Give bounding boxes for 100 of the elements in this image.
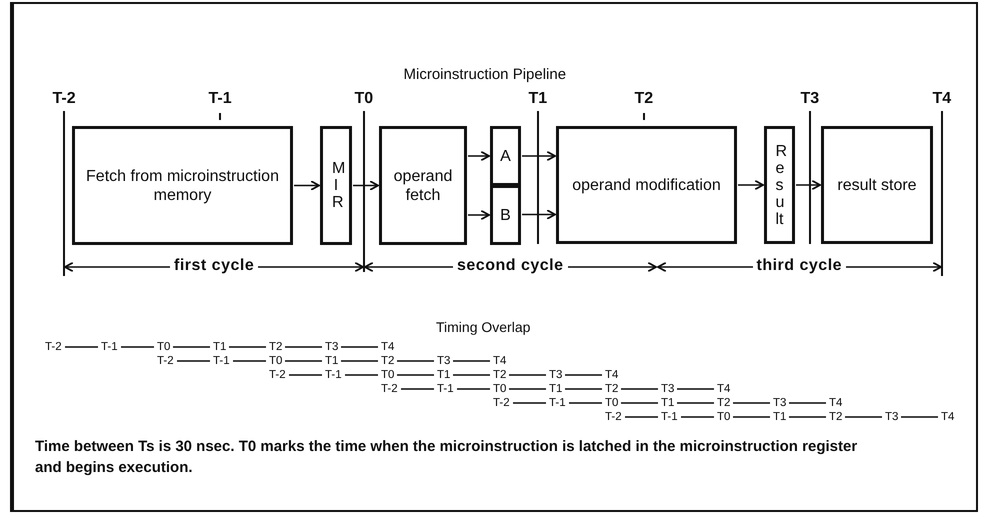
arrow [353, 180, 379, 191]
connector-line [341, 360, 378, 362]
time-step-label: T0 [381, 369, 394, 381]
connector-line [341, 346, 378, 348]
time-step-label: T1 [437, 369, 450, 381]
time-step-label: T4 [493, 355, 506, 367]
connector-line [397, 360, 434, 362]
connector-line [901, 416, 938, 418]
time-step-label: T3 [549, 369, 562, 381]
time-step-label: T0 [269, 355, 282, 367]
time-mark-label: T-1 [208, 90, 232, 108]
time-step-label: T0 [717, 411, 730, 423]
time-step-label: T3 [661, 383, 674, 395]
time-step-label: T3 [437, 355, 450, 367]
connector-line [233, 360, 266, 362]
stage-label: A [500, 146, 511, 166]
time-step-label: T1 [661, 397, 674, 409]
time-step-label: T4 [605, 369, 618, 381]
time-step-label: T2 [829, 411, 842, 423]
connector-line [285, 346, 322, 348]
time-step-label: T1 [325, 355, 338, 367]
connector-line [457, 388, 490, 390]
time-step-label: T0 [157, 341, 170, 353]
connector-line [621, 402, 658, 404]
connector-line [621, 388, 658, 390]
time-step-label: T2 [269, 341, 282, 353]
time-step-label: T-1 [325, 369, 342, 381]
time-step-label: T-2 [157, 355, 174, 367]
stage-label: operand fetch [392, 166, 454, 204]
connector-line [681, 416, 714, 418]
time-mark-label: T1 [528, 90, 548, 108]
connector-line [121, 346, 154, 348]
time-step-label: T4 [381, 341, 394, 353]
time-step-label: T3 [885, 411, 898, 423]
stage-box [379, 126, 467, 245]
connector-line [733, 402, 770, 404]
stage-box [556, 126, 737, 244]
connector-line [173, 346, 210, 348]
stage-box [821, 126, 933, 244]
connector-line [625, 416, 658, 418]
connector-line [509, 374, 546, 376]
connector-line [677, 402, 714, 404]
register-box [764, 126, 795, 244]
time-mark-label: T-2 [52, 90, 76, 108]
time-step-label: T-2 [381, 383, 398, 395]
connector-line [177, 360, 210, 362]
time-step-label: T4 [829, 397, 842, 409]
time-mark-label: T0 [354, 90, 374, 108]
time-step-label: T2 [493, 369, 506, 381]
time-step-label: T2 [717, 397, 730, 409]
time-step-label: T-1 [101, 341, 118, 353]
connector-line [513, 402, 546, 404]
connector-line [789, 416, 826, 418]
time-step-label: T3 [773, 397, 786, 409]
stage-box [490, 185, 521, 245]
time-mark-label: T4 [932, 90, 952, 108]
arrow [522, 209, 556, 220]
stage-label: result store [837, 176, 917, 194]
time-step-label: T0 [605, 397, 618, 409]
connector-line [677, 388, 714, 390]
connector-line [509, 388, 546, 390]
connector-line [345, 374, 378, 376]
cycle-label: third cycle [752, 257, 846, 275]
stage-box [490, 126, 521, 186]
connector-line [453, 374, 490, 376]
arrow [738, 180, 764, 190]
arrow [294, 180, 320, 191]
time-step-label: T2 [381, 355, 394, 367]
time-step-label: T4 [717, 383, 730, 395]
cycle-label: first cycle [170, 257, 258, 275]
time-mark-label: T3 [800, 90, 820, 108]
connector-line [569, 402, 602, 404]
stage-label: B [500, 206, 511, 224]
stage-box [72, 126, 293, 245]
time-mark-label: T2 [634, 90, 654, 108]
connector-line [289, 374, 322, 376]
caption-text: Time between Ts is 30 nsec. T0 marks the time when the microinstruction is latched in the microinstruction register and begins execution. [35, 437, 858, 478]
connector-line [65, 346, 98, 348]
time-step-label: T1 [773, 411, 786, 423]
time-step-label: T-1 [213, 355, 230, 367]
connector-line [565, 374, 602, 376]
connector-line [565, 388, 602, 390]
time-step-label: T2 [605, 383, 618, 395]
connector-line [733, 416, 770, 418]
arrow [468, 210, 490, 220]
stage-label: operand modification [572, 176, 721, 194]
time-step-label: T4 [941, 411, 954, 423]
time-step-label: T-2 [45, 341, 62, 353]
section-heading: Timing Overlap [436, 319, 530, 335]
arrow [468, 150, 490, 162]
connector-line [789, 402, 826, 404]
arrow [796, 180, 821, 190]
cycle-label: second cycle [453, 257, 568, 275]
time-step-label: T1 [549, 383, 562, 395]
connector-line [285, 360, 322, 362]
time-step-label: T-1 [549, 397, 566, 409]
time-step-label: T-2 [269, 369, 286, 381]
diagram-title: Microinstruction Pipeline [404, 66, 566, 83]
time-step-label: T-1 [661, 411, 678, 423]
connector-line [453, 360, 490, 362]
